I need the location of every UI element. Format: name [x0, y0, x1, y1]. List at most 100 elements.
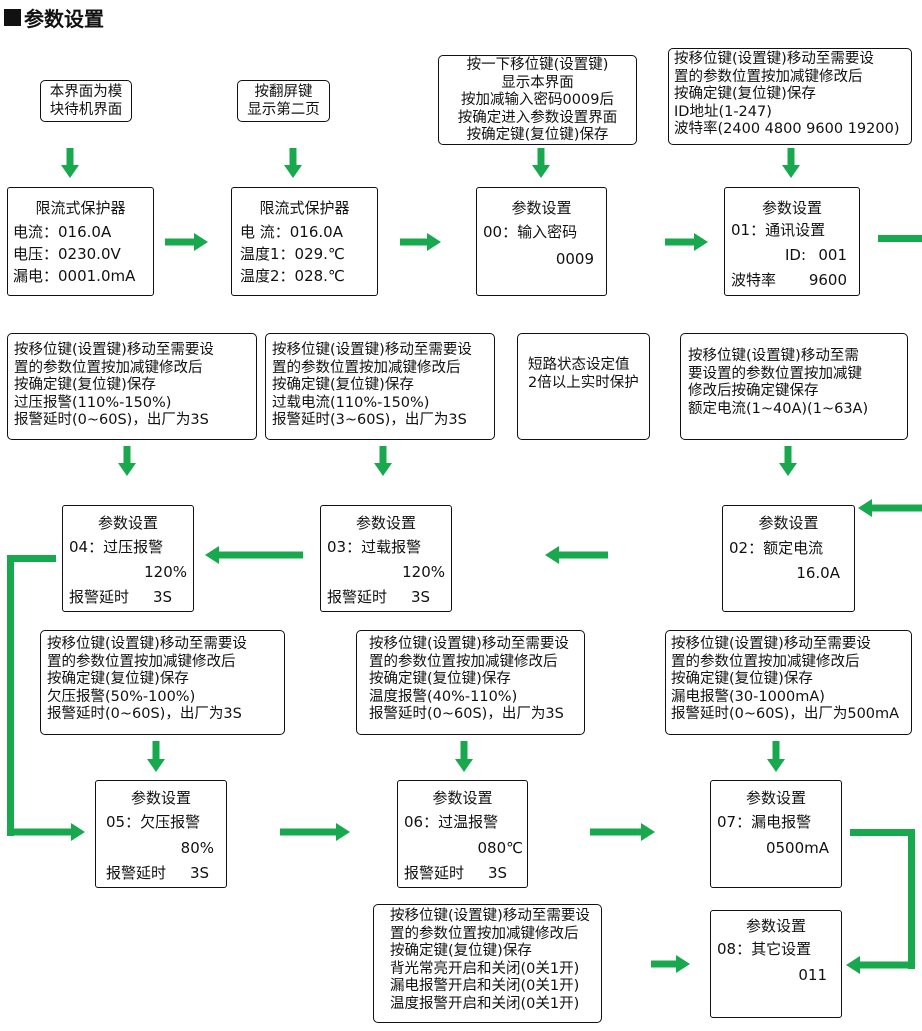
screen-item: 05：欠压报警 — [106, 813, 201, 831]
screen-item: 00：输入密码 — [483, 223, 578, 241]
arrow-down — [532, 148, 550, 178]
square-icon — [5, 9, 20, 25]
connector-line — [908, 829, 915, 969]
arrow-right — [665, 233, 708, 251]
screen-param-03: 参数设置 03：过载报警 120% 报警延时 3S — [320, 505, 452, 612]
page-title-text: 参数设置 — [24, 6, 104, 31]
screen-value: 120% — [144, 563, 187, 581]
arrow-down — [779, 446, 797, 476]
screen-title: 参数设置 — [758, 514, 819, 532]
arrow-right — [165, 233, 208, 251]
instruction-overtemp: 按移位键(设置键)移动至需要设 置的参数位置按加减键修改后 按确定键(复位键)保… — [356, 630, 585, 735]
screen-delay: 报警延时 3S — [327, 588, 430, 606]
arrow-right — [651, 955, 690, 973]
screen-baud-label: 波特率 — [731, 271, 777, 289]
instruction-password: 按一下移位键(设置键) 显示本界面 按加减输入密码0009后 按确定进入参数设置… — [438, 55, 637, 145]
screen-standby-2: 限流式保护器 电 流：016.0A 温度1：029.℃ 温度2：028.℃ — [231, 187, 378, 296]
arrow-left — [846, 956, 915, 974]
screen-title: 参数设置 — [130, 789, 191, 807]
connector-line — [7, 555, 14, 836]
connector-line — [850, 829, 915, 836]
arrow-right — [7, 823, 85, 841]
screen-delay-value: 3S — [153, 588, 173, 606]
arrow-down — [767, 741, 785, 772]
instruction-undervoltage: 按移位键(设置键)移动至需要设 置的参数位置按加减键修改后 按确定键(复位键)保… — [40, 630, 285, 735]
screen-item: 08：其它设置 — [717, 940, 812, 958]
screen-value: 080℃ — [477, 839, 523, 857]
arrow-down — [782, 148, 800, 178]
screen-delay: 报警延时 3S — [404, 864, 507, 882]
screen-item: 02：额定电流 — [729, 539, 824, 557]
screen-delay-value: 3S — [411, 588, 431, 606]
instruction-page-turn: 按翻屏键 显示第二页 — [237, 80, 330, 122]
instruction-standby: 本界面为模 块待机界面 — [40, 80, 132, 122]
screen-id-value: 001 — [818, 246, 847, 264]
screen-param-00: 参数设置 00：输入密码 0009 — [476, 187, 607, 296]
screen-delay-label: 报警延时 — [327, 588, 388, 606]
screen-title: 参数设置 — [511, 199, 572, 217]
arrow-left — [205, 546, 303, 564]
arrow-down — [374, 446, 392, 476]
screen-delay-label: 报警延时 — [69, 588, 130, 606]
instruction-leakage: 按移位键(设置键)移动至需要设 置的参数位置按加减键修改后 按确定键(复位键)保… — [665, 630, 912, 735]
screen-baud-value: 9600 — [808, 271, 847, 289]
instruction-rated-current: 按移位键(设置键)移动至需 要设置的参数位置按加减键 修改后按确定键保存 额定电… — [680, 333, 908, 440]
arrow-down — [147, 741, 165, 772]
screen-delay-value: 3S — [190, 864, 210, 882]
screen-param-04: 参数设置 04：过压报警 120% 报警延时 3S — [62, 505, 194, 612]
instruction-comm: 按移位键(设置键)移动至需要设 置的参数位置按加减键修改后 按确定键(复位键)保… — [668, 48, 912, 145]
arrow-right — [590, 823, 655, 841]
screen-item: 03：过载报警 — [327, 538, 422, 556]
screen-line-current: 电 流：016.0A — [240, 223, 343, 241]
screen-title: 参数设置 — [97, 514, 158, 532]
instruction-other: 按移位键(设置键)移动至需要设 置的参数位置按加减键修改后 按确定键(复位键)保… — [373, 904, 602, 1023]
connector-line — [7, 555, 56, 562]
screen-param-01: 参数设置 01：通讯设置 ID: 001 波特率 9600 — [724, 187, 860, 296]
arrow-right — [280, 823, 350, 841]
screen-param-07: 参数设置 07：漏电报警 0500mA — [710, 780, 842, 888]
screen-param-05: 参数设置 05：欠压报警 80% 报警延时 3S — [95, 780, 227, 888]
screen-title: 限流式保护器 — [35, 199, 126, 217]
screen-id-label: ID: — [785, 246, 807, 264]
instruction-overvoltage: 按移位键(设置键)移动至需要设 置的参数位置按加减键修改后 按确定键(复位键)保… — [7, 333, 257, 440]
screen-title: 参数设置 — [761, 199, 822, 217]
screen-value: 0500mA — [765, 839, 829, 857]
screen-title: 参数设置 — [355, 514, 416, 532]
screen-item: 06：过温报警 — [404, 813, 499, 831]
screen-title: 参数设置 — [432, 789, 493, 807]
screen-delay: 报警延时 3S — [106, 864, 209, 882]
screen-delay-value: 3S — [488, 864, 508, 882]
arrow-down — [118, 446, 136, 476]
arrow-down — [284, 148, 302, 178]
screen-line-current: 电流：016.0A — [13, 223, 112, 241]
screen-standby-1: 限流式保护器 电流：016.0A 电压：0230.0V 漏电：0001.0mA — [7, 187, 154, 296]
screen-line-leakage: 漏电：0001.0mA — [13, 267, 136, 285]
screen-value: 011 — [798, 966, 827, 984]
screen-item: 04：过压报警 — [69, 538, 164, 556]
screen-line-temp2: 温度2：028.℃ — [240, 267, 345, 285]
arrow-right — [400, 233, 441, 251]
screen-delay: 报警延时 3S — [69, 588, 172, 606]
screen-delay-label: 报警延时 — [106, 864, 167, 882]
instruction-short-circuit: 短路状态设定值 2倍以上实时保护 — [517, 333, 650, 440]
arrow-down — [455, 741, 473, 772]
screen-value: 120% — [402, 563, 445, 581]
screen-delay-label: 报警延时 — [404, 864, 465, 882]
screen-title: 限流式保护器 — [259, 199, 350, 217]
screen-param-06: 参数设置 06：过温报警 080℃ 报警延时 3S — [397, 780, 528, 888]
screen-value: 80% — [180, 839, 214, 857]
screen-value: 16.0A — [796, 564, 840, 582]
screen-title: 参数设置 — [745, 789, 806, 807]
screen-title: 参数设置 — [745, 917, 806, 935]
page-title: 参数设置 — [5, 4, 104, 31]
screen-line-voltage: 电压：0230.0V — [13, 245, 121, 263]
instruction-overload: 按移位键(设置键)移动至需要设 置的参数位置按加减键修改后 按确定键(复位键)保… — [265, 333, 495, 440]
screen-param-02: 参数设置 02：额定电流 16.0A — [722, 505, 855, 612]
screen-line-temp1: 温度1：029.℃ — [240, 245, 345, 263]
screen-param-08: 参数设置 08：其它设置 011 — [710, 910, 842, 1018]
screen-item: 01：通讯设置 — [731, 221, 826, 239]
screen-value: 0009 — [555, 250, 594, 268]
connector-line — [878, 235, 922, 242]
screen-item: 07：漏电报警 — [717, 813, 812, 831]
